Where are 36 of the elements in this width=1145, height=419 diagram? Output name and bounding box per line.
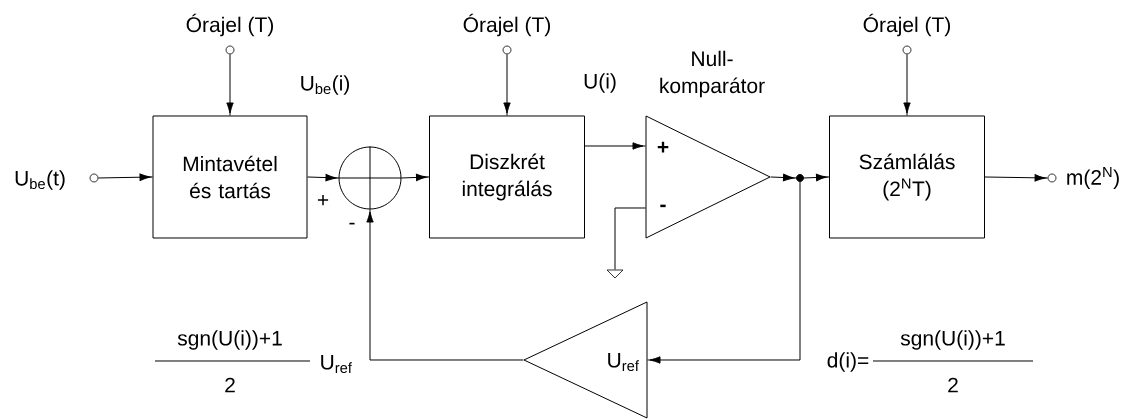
connector-arrow: [984, 174, 1049, 182]
connector-arrow: [803, 173, 830, 182]
process-box: Diszkrét integrálás: [429, 115, 585, 239]
signal-label: sgn(U(i))+1: [900, 330, 1005, 350]
signal-label: U$_{ref}$: [321, 354, 352, 374]
connector-arrow: [366, 209, 524, 361]
input-sign: -: [660, 204, 666, 208]
connector-arrow: [584, 142, 646, 150]
signal-label: Órajel (T): [186, 13, 273, 37]
signal-label: U(i): [584, 73, 616, 93]
ground-symbol: [606, 269, 624, 279]
connector-arrow: [307, 173, 339, 182]
process-box: Számlálás (2$^{N}$T): [829, 115, 985, 239]
component-label: Null- komparátor: [660, 50, 765, 98]
signal-label: d(i)=: [827, 352, 869, 372]
connector-arrow: [401, 173, 430, 182]
connector-arrow: [226, 53, 234, 116]
connector-arrow: [770, 173, 797, 182]
signal-label: 2: [225, 377, 235, 393]
input-sign: +: [657, 141, 669, 153]
signal-label: sgn(U(i))+1: [177, 330, 282, 350]
signal-label: 2: [948, 377, 958, 393]
process-box: Mintavétel és tartás: [152, 115, 308, 239]
connector-arrow: [503, 53, 511, 116]
connector-arrow: [647, 181, 801, 364]
signal-label: -: [349, 222, 355, 225]
gain-label: U$_{ref}$: [608, 352, 639, 372]
signal-label: m(2$^{N}$): [1067, 167, 1119, 189]
signal-label: +: [317, 194, 329, 206]
signal-label: U$_{be}$(t): [15, 170, 65, 190]
signal-label: Órajel (T): [863, 13, 950, 37]
summing-junction: [338, 146, 402, 210]
signal-label: U$_{be}$(i): [301, 75, 350, 95]
connector-arrow: [97, 173, 153, 181]
signal-label: Órajel (T): [463, 13, 550, 37]
connector-arrow: [903, 53, 911, 116]
